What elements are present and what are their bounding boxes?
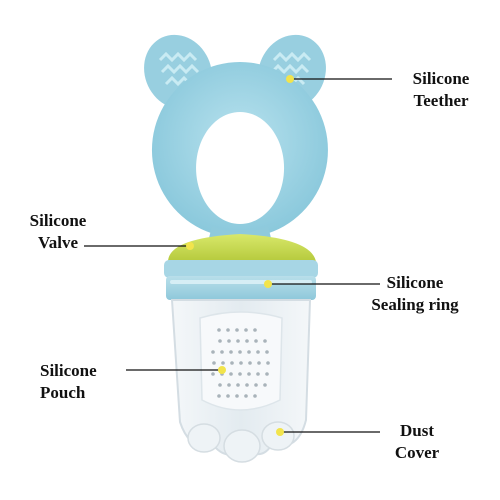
- label-valve-line1: Silicone: [29, 211, 87, 230]
- dust-cover-tip-left: [187, 423, 221, 453]
- pouch-hole: [247, 372, 251, 376]
- pouch-hole: [226, 328, 230, 332]
- leader-lines: [84, 75, 392, 436]
- left-ear-texture: [158, 51, 198, 63]
- label-dust-cover-line2: Cover: [394, 443, 440, 462]
- right-ear-texture: [272, 51, 312, 63]
- pouch-hole: [227, 339, 231, 343]
- pouch-hole: [235, 328, 239, 332]
- pouch-hole: [256, 350, 260, 354]
- pouch-hole: [235, 394, 239, 398]
- sealing-ring-band: [166, 276, 316, 300]
- pouch-hole: [265, 372, 269, 376]
- dust-cover: [187, 421, 295, 463]
- label-sealing-ring-line2: Sealing ring: [371, 295, 459, 314]
- sealing-ring-highlight: [170, 280, 312, 284]
- ring-body: [151, 62, 328, 238]
- pouch-hole: [212, 361, 216, 365]
- pouch-hole: [254, 383, 258, 387]
- pouch-hole: [211, 372, 215, 376]
- label-silicone-teether: Silicone Teether: [396, 68, 486, 112]
- label-teether-line1: Silicone: [412, 69, 470, 88]
- dust-cover-tip-mid: [223, 429, 261, 463]
- dust-cover-tip-right: [261, 421, 295, 451]
- pouch-hole: [248, 361, 252, 365]
- pouch-hole: [230, 361, 234, 365]
- label-silicone-sealing-ring: Silicone Sealing ring: [352, 272, 478, 316]
- pouch-hole: [254, 339, 258, 343]
- label-dust-cover-line1: Dust: [399, 421, 434, 440]
- pouch-hole: [238, 372, 242, 376]
- pouch-hole: [217, 328, 221, 332]
- pouch-hole: [229, 350, 233, 354]
- pouch-hole: [247, 350, 251, 354]
- silicone-valve: [168, 234, 316, 262]
- pouch-holes: [211, 328, 270, 398]
- teether-ring: [151, 62, 328, 242]
- pouch-hole: [244, 328, 248, 332]
- pouch-hole: [253, 394, 257, 398]
- pouch-hole: [257, 361, 261, 365]
- label-silicone-pouch: Silicone Pouch: [40, 360, 126, 404]
- pouch-hole: [263, 339, 267, 343]
- pouch-hole: [244, 394, 248, 398]
- pouch-hole: [226, 394, 230, 398]
- left-ear-texture-3: [164, 75, 192, 87]
- label-silicone-valve: Silicone Valve: [18, 210, 98, 254]
- label-teether-line2: Teether: [413, 91, 469, 110]
- pouch-hole: [211, 350, 215, 354]
- right-ear-texture-2: [270, 63, 310, 75]
- pouch-hole: [256, 372, 260, 376]
- left-ear-texture-2: [160, 63, 200, 75]
- pouch-hole: [238, 350, 242, 354]
- label-valve-line2: Valve: [38, 233, 78, 252]
- label-pouch-line1: Silicone: [40, 361, 97, 380]
- pouch-hole: [220, 350, 224, 354]
- silicone-pouch: [170, 299, 312, 456]
- leader-dust-cover-dot: [276, 428, 284, 436]
- pouch-hole: [239, 361, 243, 365]
- leader-pouch-dot: [218, 366, 226, 374]
- pouch-inner: [199, 311, 283, 411]
- pouch-hole: [245, 383, 249, 387]
- pouch-hole: [253, 328, 257, 332]
- label-sealing-ring-line1: Silicone: [386, 273, 444, 292]
- pouch-hole: [245, 339, 249, 343]
- pouch-hole: [217, 394, 221, 398]
- label-pouch-line2: Pouch: [40, 383, 86, 402]
- pouch-hole: [266, 361, 270, 365]
- pouch-hole: [236, 383, 240, 387]
- leader-valve-dot: [186, 242, 194, 250]
- leader-teether-dot: [286, 75, 294, 83]
- sealing-ring: [164, 260, 318, 300]
- teether-ears: [144, 34, 326, 110]
- pouch-hole: [227, 383, 231, 387]
- leader-sealing-ring-dot: [264, 280, 272, 288]
- pouch-hole: [263, 383, 267, 387]
- sealing-ring-top: [164, 260, 318, 278]
- pouch-hole: [236, 339, 240, 343]
- pouch-hole: [265, 350, 269, 354]
- pouch-hole: [218, 339, 222, 343]
- pouch-hole: [229, 372, 233, 376]
- label-dust-cover: Dust Cover: [382, 420, 452, 464]
- pouch-hole: [221, 361, 225, 365]
- pouch-hole: [218, 383, 222, 387]
